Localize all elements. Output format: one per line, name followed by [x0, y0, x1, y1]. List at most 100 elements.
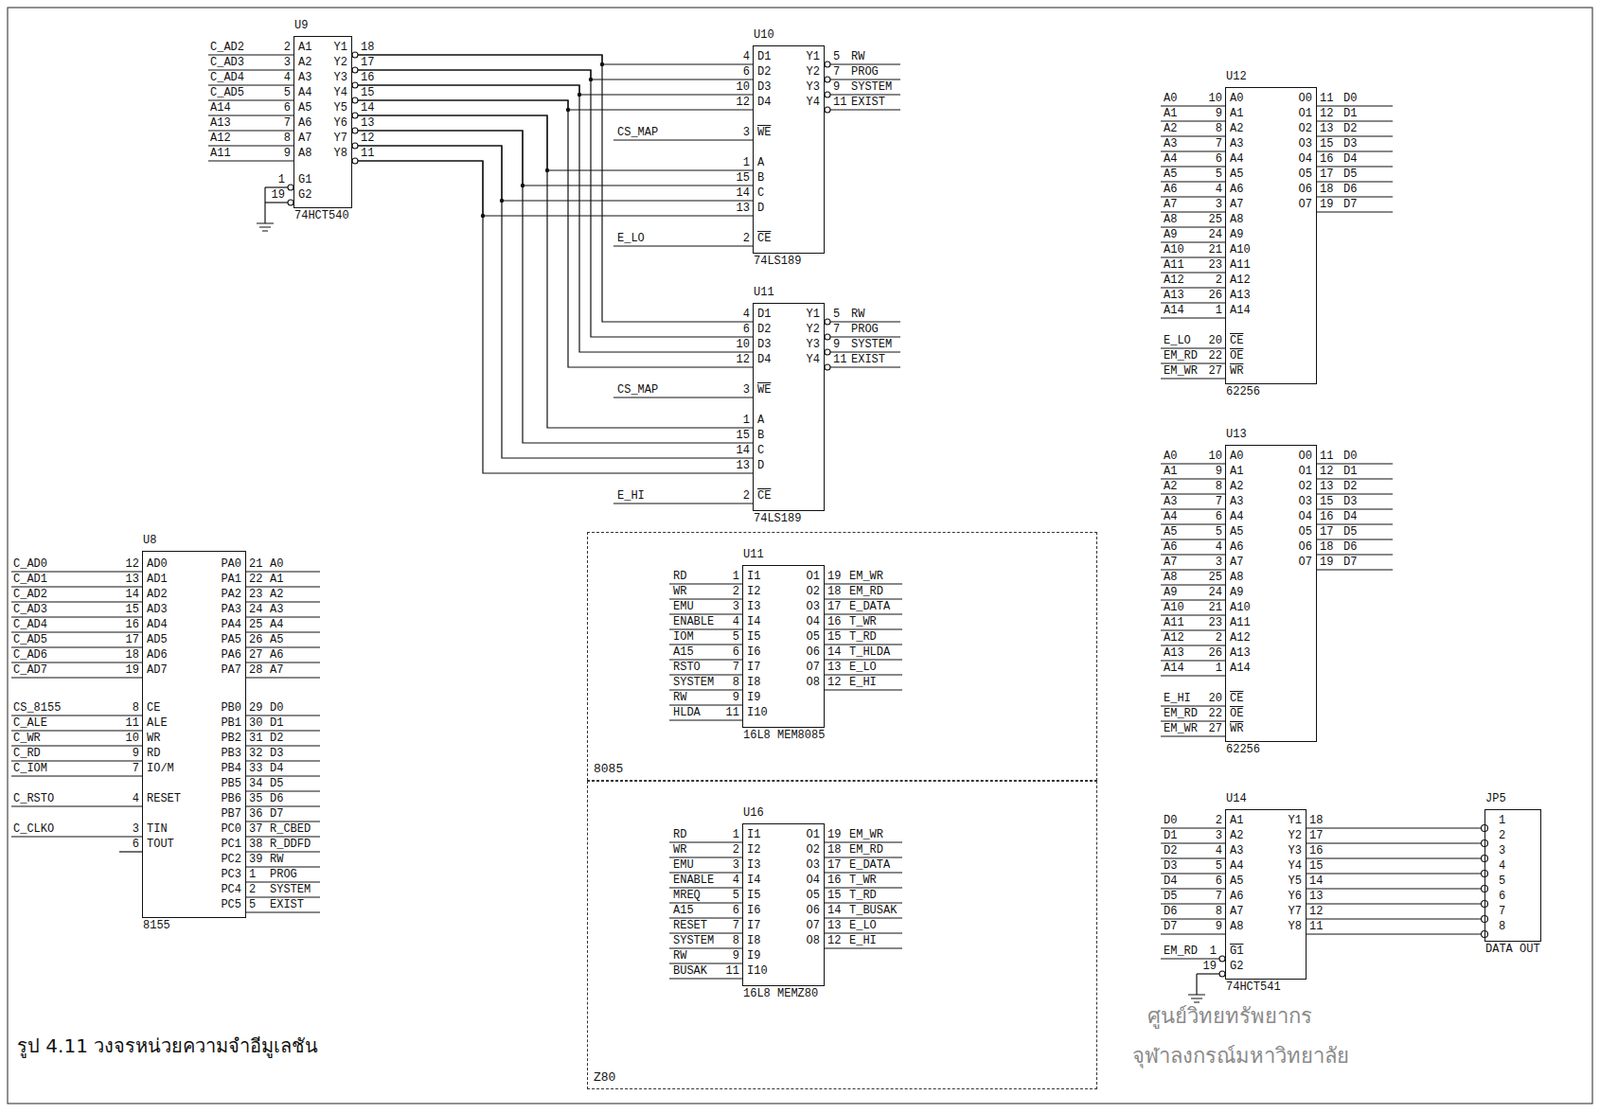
pin-number: 9: [732, 949, 740, 963]
pin-name: A11: [1229, 258, 1251, 272]
signal-name: D4: [1343, 510, 1357, 524]
pin-name: A9: [1229, 228, 1244, 242]
pin-wire: [246, 805, 320, 807]
pin-name: AD2: [146, 587, 168, 602]
pin-name: ALE: [146, 716, 168, 730]
pin-name: CE: [1229, 334, 1244, 348]
signal-name: D4: [269, 762, 284, 776]
pin-name: Y5: [1288, 874, 1302, 889]
signal-name: E_HI: [849, 675, 877, 690]
pin-wire: [11, 760, 143, 762]
pin-name: A14: [1229, 303, 1251, 318]
signal-name: SYSTEM: [269, 883, 311, 897]
pin-wire: [1160, 599, 1226, 601]
signal-name: D7: [1343, 197, 1357, 212]
pin-number: 9: [1215, 464, 1223, 479]
pin-number: 2: [743, 231, 750, 246]
pin-name: Y3: [806, 337, 820, 352]
signal-name: ENABLE: [673, 615, 714, 629]
pin-name: WE: [757, 383, 771, 397]
pin-number: 1: [732, 569, 740, 584]
signal-name: C_CLKO: [13, 822, 54, 836]
pin-wire: [1316, 105, 1393, 107]
signal-name: RW: [851, 50, 865, 64]
pin-number: 11: [1309, 920, 1323, 934]
pin-number: 8: [1215, 122, 1223, 136]
figure-caption: รูป 4.11 วงจรหน่วยความจำอีมูเลชัน: [17, 1033, 319, 1059]
pin-wire: [669, 932, 743, 934]
pin-name: CE: [1229, 692, 1244, 706]
pin-number: 15: [1319, 495, 1334, 509]
pin-number: 13: [827, 919, 841, 933]
pin-name: OE: [1229, 349, 1244, 363]
pin-name: CE: [757, 489, 771, 503]
pin-name: Y1: [806, 50, 820, 64]
pin-wire: [1316, 120, 1393, 122]
signal-name: EM_RD: [1163, 944, 1198, 959]
signal-name: A7: [1163, 555, 1177, 569]
pin-wire: [1160, 644, 1226, 646]
pin-wire: [1160, 180, 1226, 182]
pin-wire: [1160, 553, 1226, 555]
pin-name: I1: [746, 569, 761, 584]
signal-name: A10: [1163, 601, 1185, 615]
pin-name: RD: [146, 746, 160, 761]
pin-name: O2: [1298, 480, 1313, 494]
pin-name: Y5: [334, 101, 348, 115]
pin-number: 1: [1215, 303, 1223, 318]
signal-name: A7: [1163, 197, 1177, 212]
pin-number: 6: [1215, 510, 1223, 524]
pin-number: 16: [360, 71, 374, 85]
junction-dot: [499, 198, 504, 203]
signal-name: A5: [1163, 167, 1177, 181]
pin-name: D4: [757, 353, 771, 367]
pin-number: 22: [1208, 349, 1223, 363]
pin-wire: [11, 729, 143, 731]
pin-name: Y6: [334, 116, 348, 130]
pin-wire: [669, 977, 743, 979]
pin-number: 5: [248, 898, 256, 912]
pin-number: 14: [125, 587, 140, 602]
pin-number: 3: [1215, 555, 1223, 569]
pin-name: A3: [1229, 844, 1244, 858]
pin-name: G1: [1229, 944, 1244, 959]
pin-number: 2: [248, 883, 256, 897]
pin-number: 9: [833, 80, 840, 94]
pin-number: 13: [827, 660, 841, 675]
pin-number: 13: [1309, 889, 1323, 904]
pin-wire: [1316, 568, 1393, 570]
pin-name: PC1: [220, 837, 242, 852]
signal-name: D6: [1163, 905, 1177, 919]
signal-name: A9: [1163, 586, 1177, 600]
pin-number: 27: [248, 648, 263, 662]
pin-number: 2: [732, 843, 740, 857]
pin-wire: [1160, 150, 1226, 152]
pin-number: 32: [248, 746, 263, 761]
signal-name: A6: [269, 648, 284, 662]
signal-name: A12: [1163, 273, 1185, 287]
pin-wire: [1160, 629, 1226, 631]
pin-number: 23: [1208, 616, 1223, 630]
inversion-bubble: [352, 127, 358, 134]
ic-chip: U10D1D2D3D4WEABCDCEY1Y2Y3Y474LS189: [752, 45, 825, 254]
pin-name: D2: [757, 322, 771, 337]
ic-chip: U13A0A1A2A3A4A5A6A7A8A9A10A11A12A13A14CE…: [1225, 444, 1317, 743]
pin-name: Y2: [806, 65, 820, 79]
pin-wire: [669, 598, 743, 600]
pin-number: 8: [1498, 920, 1506, 934]
pin-number: 22: [1208, 707, 1223, 721]
pin-name: A1: [298, 40, 312, 54]
pin-number: 7: [732, 919, 740, 933]
pin-number: 11: [125, 716, 140, 730]
pin-name: O5: [1298, 525, 1313, 539]
pin-wire: [1316, 523, 1393, 525]
signal-name: A2: [1163, 122, 1177, 136]
signal-name: D3: [1343, 137, 1357, 151]
pin-number: 25: [248, 618, 263, 632]
pin-name: PA0: [220, 557, 242, 571]
pin-wire: [669, 674, 743, 676]
pin-name: CE: [146, 701, 160, 715]
pin-number: 16: [1309, 844, 1323, 858]
pin-number: 3: [732, 858, 740, 872]
chip-designator: U11: [753, 285, 775, 300]
